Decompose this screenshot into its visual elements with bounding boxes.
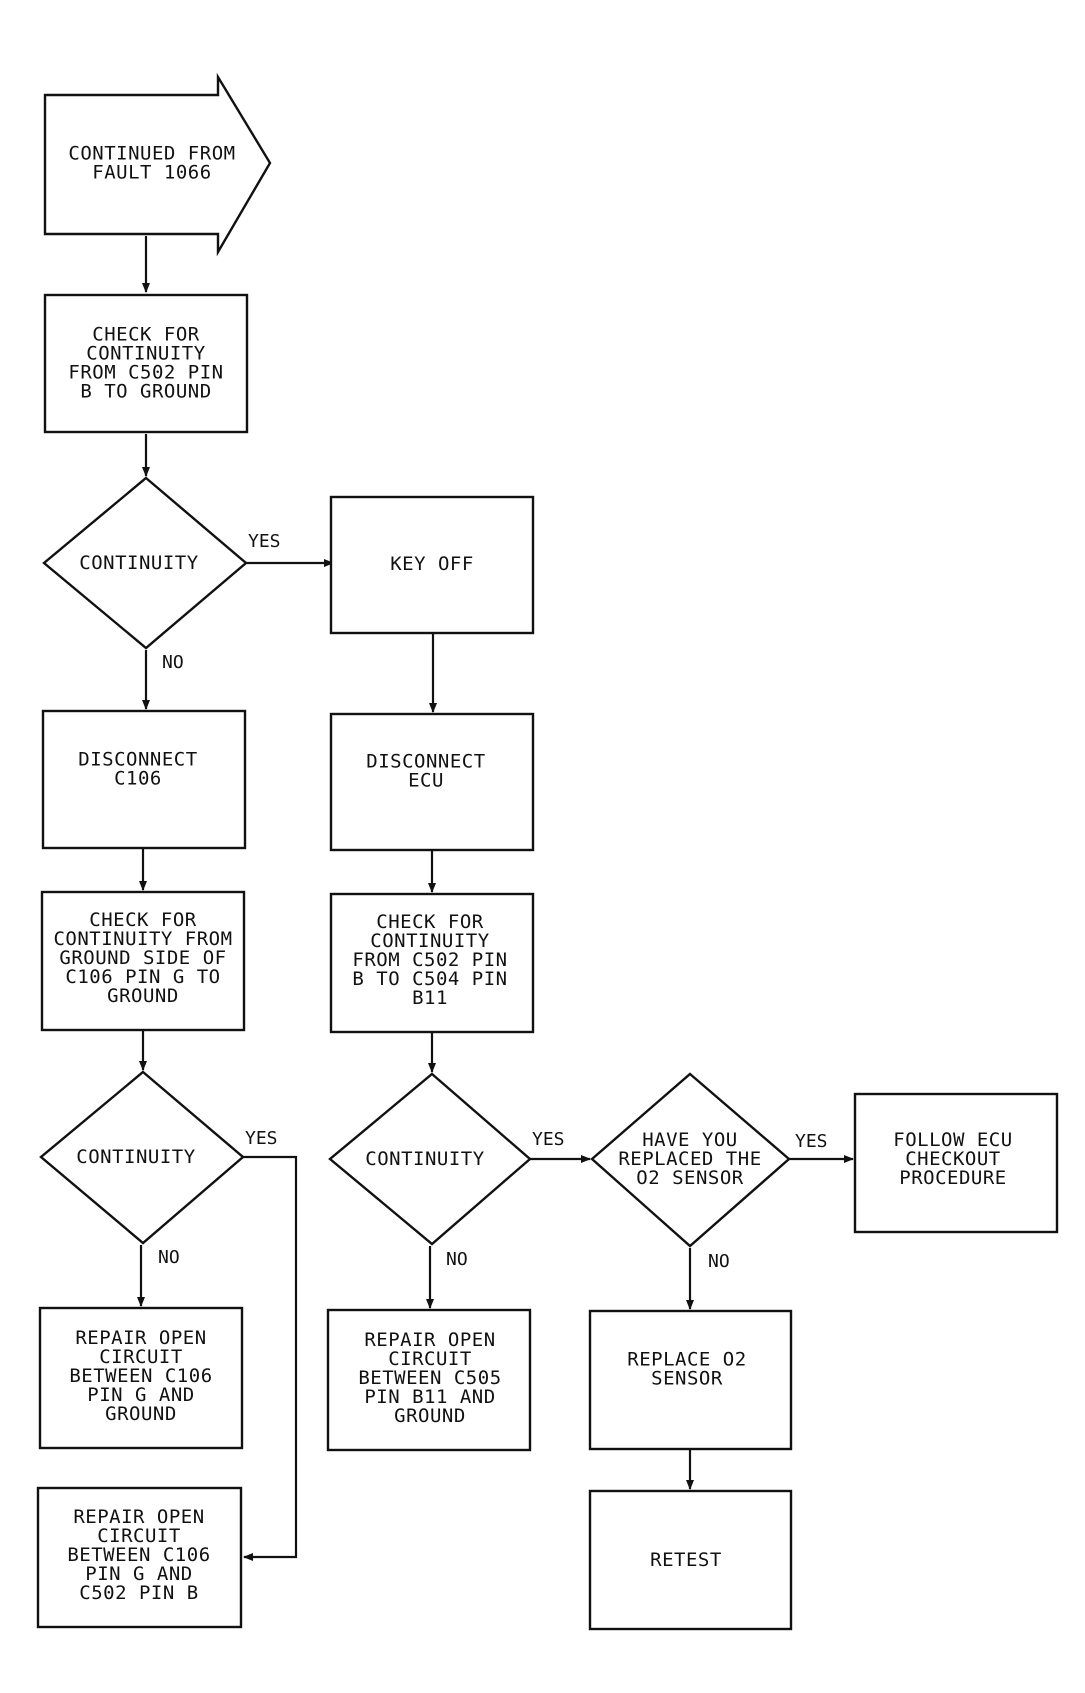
node-label-line: GROUND SIDE OF [59, 947, 226, 969]
node-label-line: REPAIR OPEN [75, 1327, 206, 1349]
node-label-line: BETWEEN C505 [358, 1367, 501, 1389]
node-label-line: REPLACED THE [618, 1148, 761, 1170]
check-c502-c504-box [329, 892, 535, 1034]
follow-ecu-box [853, 1092, 1059, 1234]
node-label-line: CONTINUED FROM [68, 143, 235, 165]
repair-c106-ground-box [38, 1306, 244, 1450]
node-label-line: GROUND [107, 985, 179, 1007]
node-label-line: O2 SENSOR [636, 1167, 744, 1189]
node-label-line: SENSOR [651, 1368, 723, 1390]
node-label-line: CONTINUITY [365, 1148, 484, 1170]
node-label-line: B TO C504 PIN [352, 968, 507, 990]
node-label-line: PROCEDURE [899, 1167, 1006, 1189]
node-label-line: DISCONNECT [366, 751, 485, 773]
connectors [137, 236, 854, 1561]
d4-no-label: NO [708, 1251, 730, 1272]
node-label-line: KEY OFF [390, 553, 474, 575]
d2-yes-label: YES [245, 1128, 278, 1149]
node-label-line: C106 PIN G TO [65, 966, 220, 988]
d1-no-label: NO [162, 652, 184, 673]
d4-yes-label: YES [795, 1131, 828, 1152]
continuity-diamond-1 [42, 476, 248, 650]
d3-yes-label: YES [532, 1129, 565, 1150]
continuity-diamond-3 [328, 1072, 532, 1246]
node-label-line: PIN G AND [87, 1384, 194, 1406]
d1-yes-label: YES [248, 531, 281, 552]
retest-box [588, 1489, 793, 1631]
d2-no-label: NO [158, 1247, 180, 1268]
node-label-line: CONTINUITY [76, 1146, 195, 1168]
node-label-line: REPAIR OPEN [73, 1506, 204, 1528]
check-c106-ground-box [40, 890, 246, 1032]
node-label-line: CIRCUIT [388, 1348, 472, 1370]
node-label-line: CHECK FOR [376, 911, 484, 933]
d3-no-label: NO [446, 1249, 468, 1270]
node-label-line: RETEST [650, 1549, 722, 1571]
node-label-line: GROUND [394, 1405, 466, 1427]
node-label-line: DISCONNECT [78, 749, 197, 771]
node-label-line: HAVE YOU [642, 1129, 738, 1151]
node-label-line: PIN G AND [85, 1563, 192, 1585]
shapes [36, 72, 1059, 1631]
node-label-line: FAULT 1066 [92, 162, 211, 184]
repair-c106-c502-box [36, 1486, 243, 1629]
key-off-box [329, 495, 535, 635]
node-label-line: CIRCUIT [99, 1346, 183, 1368]
continuity-1-label: CONTINUITY [79, 552, 198, 574]
node-label-line: CHECKOUT [905, 1148, 1001, 1170]
node-label-line: GROUND [105, 1403, 177, 1425]
disconnect-ecu-box [329, 712, 535, 852]
node-label-line: ECU [408, 770, 444, 792]
node-label-line: CONTINUITY FROM [53, 928, 232, 950]
node-label-line: CHECK FOR [89, 909, 197, 931]
node-label-line: PIN B11 AND [364, 1386, 495, 1408]
node-label-line: B TO GROUND [80, 381, 211, 403]
node-label-line: C502 PIN B [79, 1582, 198, 1604]
check-c502-ground-box [43, 293, 249, 434]
continuity-3-label: CONTINUITY [365, 1148, 484, 1170]
node-label-line: C106 [114, 768, 162, 790]
node-label-line: CIRCUIT [97, 1525, 181, 1547]
node-label-line: FOLLOW ECU [893, 1129, 1012, 1151]
edge-d2-yes [243, 1155, 298, 1561]
repair-c505-ground-box [326, 1308, 532, 1452]
disconnect-c106-box [41, 709, 247, 850]
key-off-label: KEY OFF [390, 553, 474, 575]
node-label-line: FROM C502 PIN [352, 949, 507, 971]
node-label-line: CONTINUITY [370, 930, 489, 952]
node-label-line: BETWEEN C106 [69, 1365, 212, 1387]
replace-o2-box [588, 1309, 793, 1451]
node-label-line: B11 [412, 987, 448, 1009]
replaced-o2-diamond [590, 1072, 791, 1248]
node-label-line: REPLACE O2 [627, 1349, 746, 1371]
edge-labels: YES NO YES NO YES NO YES NO [158, 531, 828, 1272]
start-arrow-shape [43, 72, 272, 257]
node-label-line: BETWEEN C106 [67, 1544, 210, 1566]
node-label-line: CONTINUITY [79, 552, 198, 574]
node-label-line: FROM C502 PIN [68, 362, 223, 384]
node-label-line: CONTINUITY [86, 343, 205, 365]
continuity-diamond-2 [39, 1070, 245, 1245]
continuity-2-label: CONTINUITY [76, 1146, 195, 1168]
retest-label: RETEST [650, 1549, 722, 1571]
node-label-line: CHECK FOR [92, 324, 200, 346]
node-label-line: REPAIR OPEN [364, 1329, 495, 1351]
